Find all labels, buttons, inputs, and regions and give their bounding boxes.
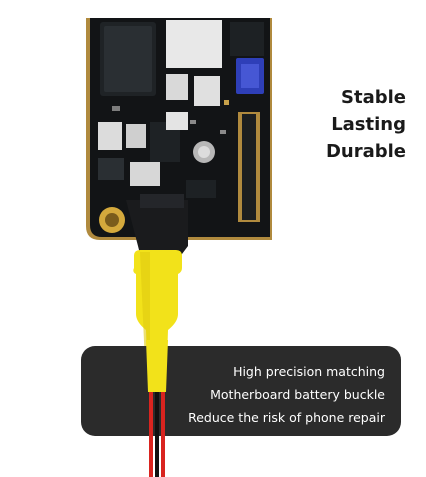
battery-connector: [126, 194, 188, 262]
motherboard: [86, 18, 272, 240]
feature-reduce-risk: Reduce the risk of phone repair: [188, 410, 385, 425]
feature-precision: High precision matching: [233, 364, 385, 379]
tagline: Stable Lasting Durable: [326, 84, 406, 165]
tagline-line-stable: Stable: [341, 87, 406, 108]
tagline-line-lasting: Lasting: [331, 114, 406, 135]
features-panel: High precision matching Motherboard batt…: [81, 346, 401, 436]
tagline-line-durable: Durable: [325, 141, 406, 162]
feature-battery-buckle: Motherboard battery buckle: [210, 387, 385, 402]
